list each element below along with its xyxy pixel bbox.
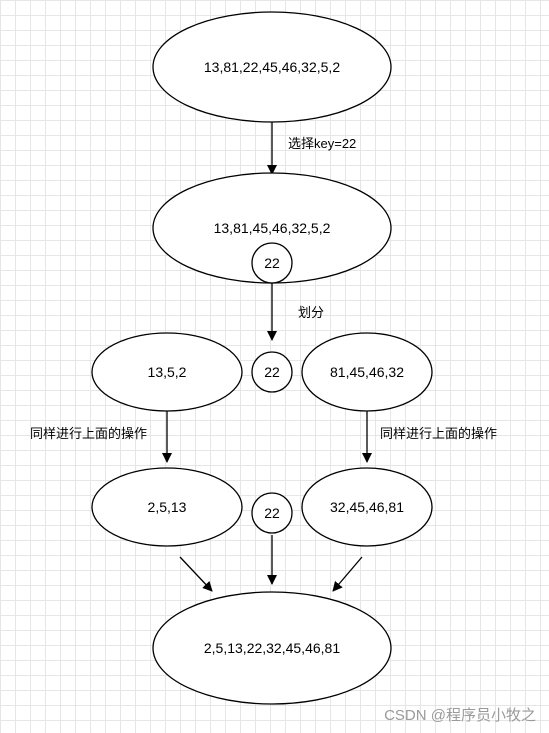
node-right-sorted-label: 32,45,46,81 [330, 499, 404, 515]
node-root: 13,81,22,45,46,32,5,2 [152, 11, 392, 123]
node-after-pick-label: 13,81,45,46,32,5,2 [214, 220, 331, 236]
key-circle-inner-label: 22 [264, 255, 280, 271]
node-right-sorted: 32,45,46,81 [301, 467, 433, 547]
edge-recurse-right-label: 同样进行上面的操作 [380, 426, 497, 441]
node-result-label: 2,5,13,22,32,45,46,81 [204, 640, 340, 656]
node-pivot-low-label: 22 [264, 505, 280, 521]
node-left-sorted: 2,5,13 [91, 467, 243, 547]
node-root-label: 13,81,22,45,46,32,5,2 [204, 59, 340, 75]
edge-merge-right [332, 556, 363, 592]
edge-partition-label: 划分 [298, 305, 324, 320]
edge-merge-left [179, 556, 213, 592]
watermark: CSDN @程序员小牧之 [384, 707, 536, 724]
node-left-sorted-label: 2,5,13 [148, 499, 187, 515]
node-pivot-low: 22 [251, 492, 293, 534]
node-right: 81,45,46,32 [301, 332, 433, 412]
node-left-label: 13,5,2 [148, 364, 187, 380]
node-right-label: 81,45,46,32 [330, 364, 404, 380]
edge-recurse-left-label: 同样进行上面的操作 [30, 426, 147, 441]
node-left: 13,5,2 [91, 332, 243, 412]
edge-pick-key-label: 选择key=22 [288, 136, 356, 151]
node-pivot-mid: 22 [251, 351, 293, 393]
node-result: 2,5,13,22,32,45,46,81 [152, 591, 392, 705]
node-pivot-mid-label: 22 [264, 364, 280, 380]
node-after-pick: 13,81,45,46,32,5,2 22 [152, 172, 392, 284]
